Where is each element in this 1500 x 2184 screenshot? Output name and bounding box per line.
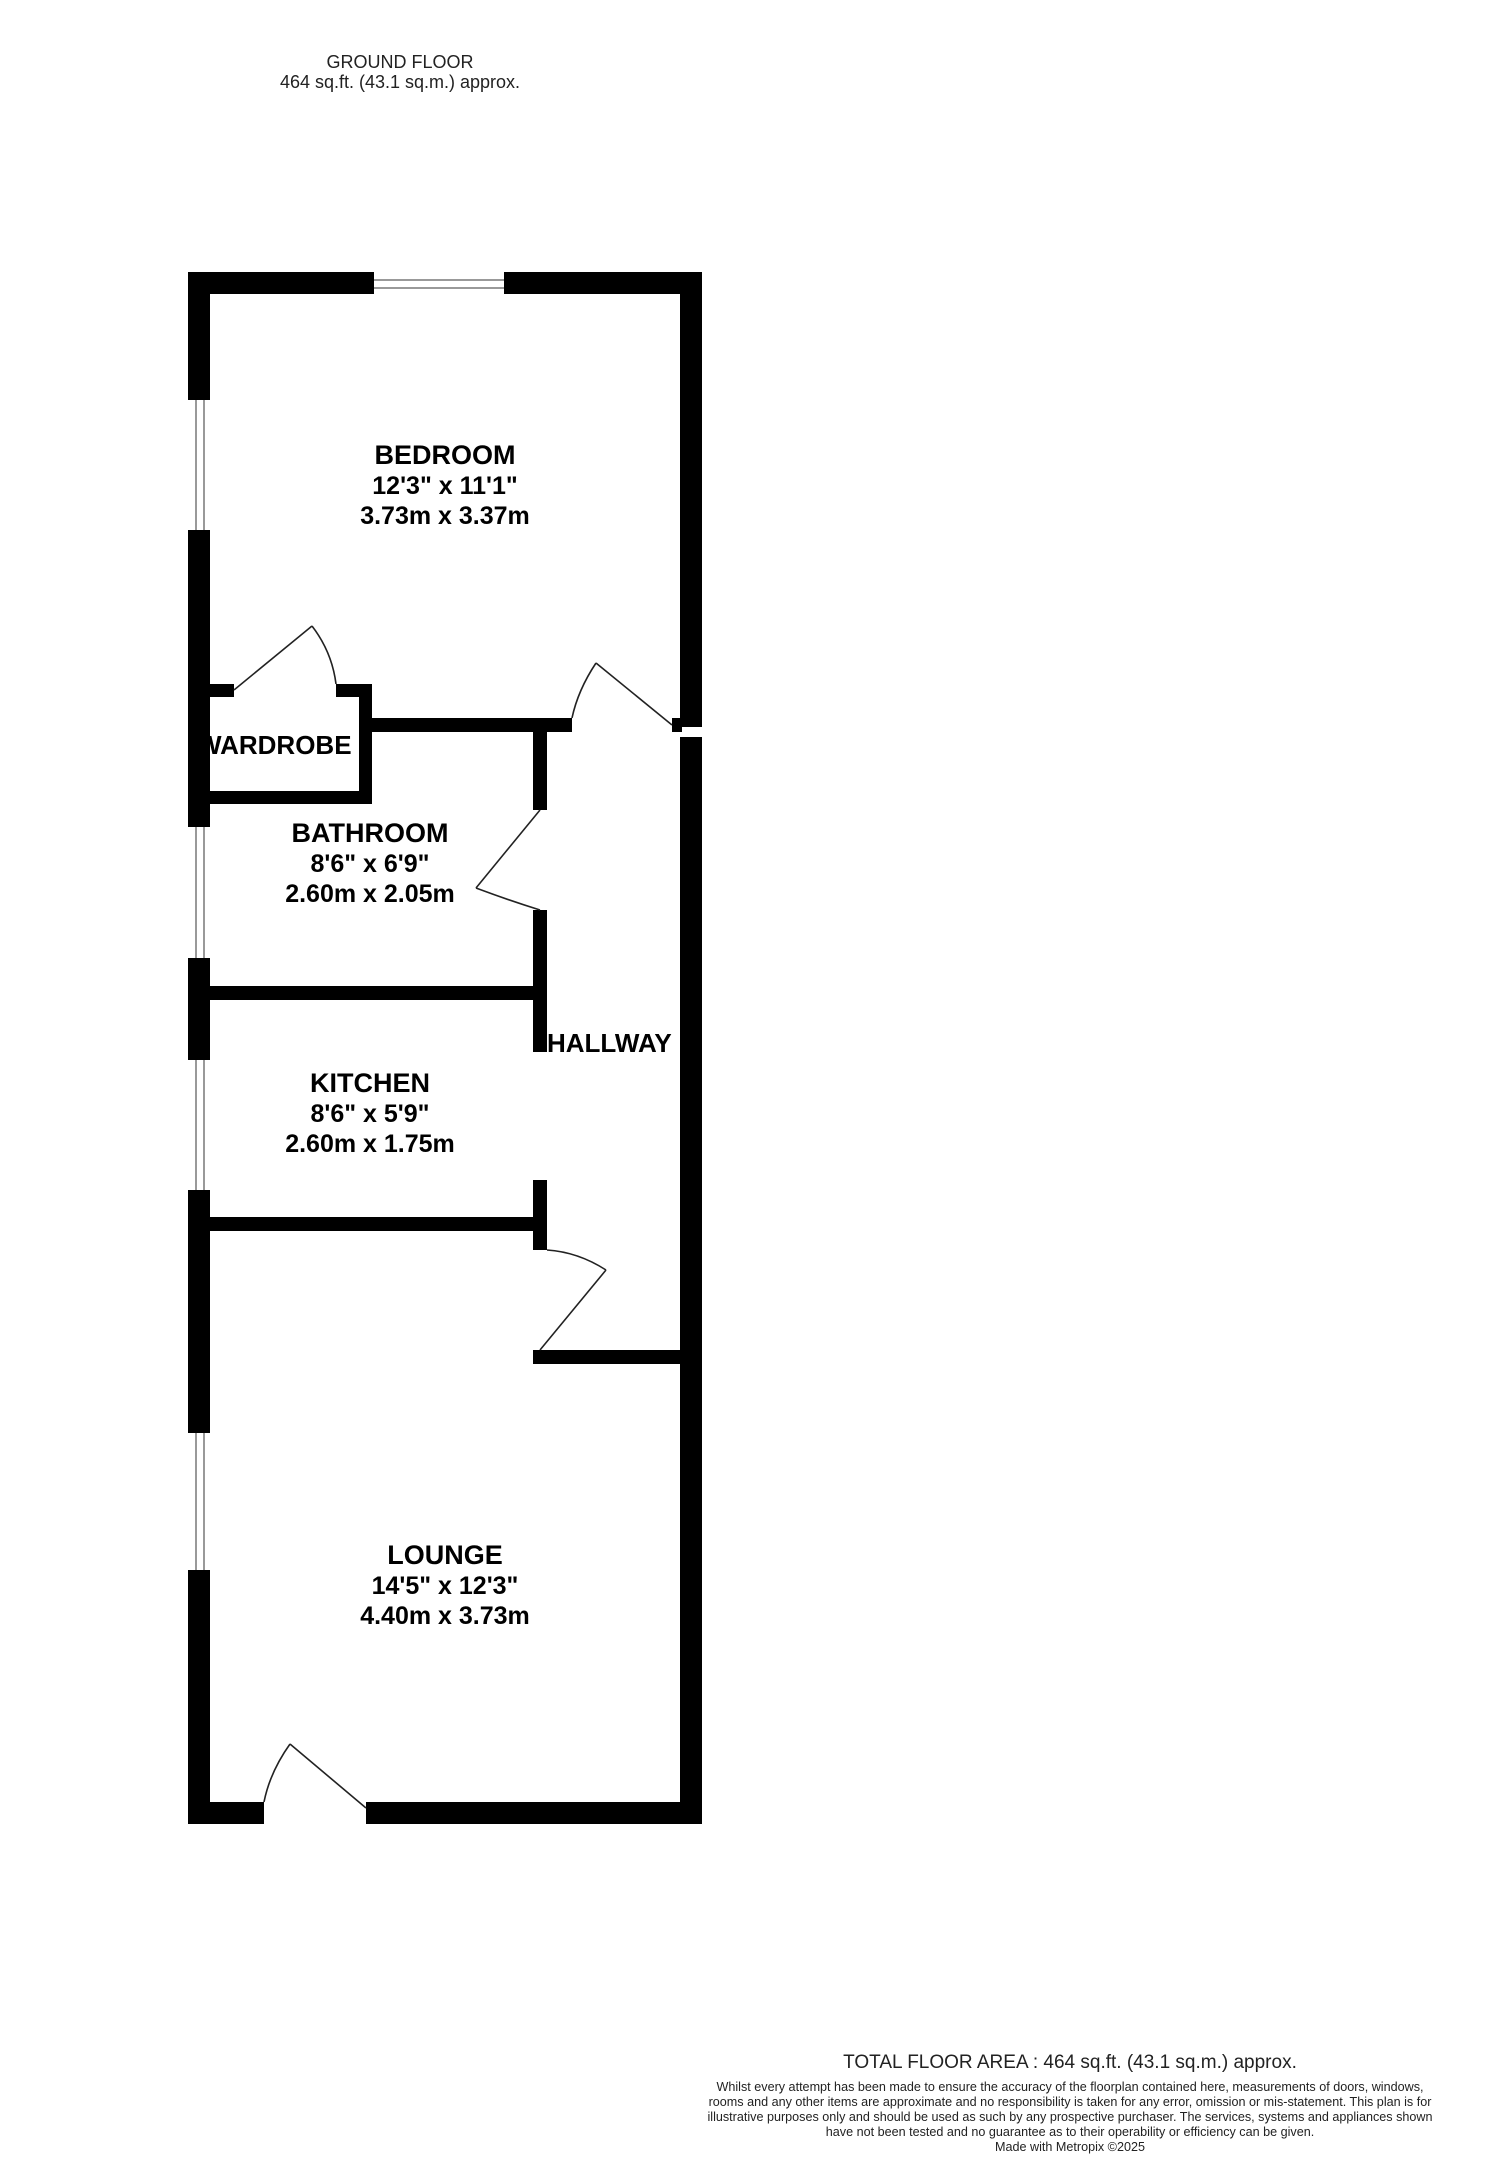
wall-left-4 xyxy=(188,1190,210,1433)
room-name: HALLWAY xyxy=(547,1028,672,1058)
room-imperial: 12'3" x 11'1" xyxy=(372,472,518,500)
plan-header: GROUND FLOOR 464 sq.ft. (43.1 sq.m.) app… xyxy=(240,52,560,92)
wall-top-right xyxy=(504,272,702,294)
wall-bedroom-bath xyxy=(372,718,572,732)
room-label-hallway: HALLWAY xyxy=(547,1028,680,1059)
interior-walls xyxy=(210,684,682,1364)
wall-bath-kitchen xyxy=(210,986,540,1000)
wall-left-1 xyxy=(188,272,210,400)
disclaimer-text: Whilst every attempt has been made to en… xyxy=(707,2080,1433,2139)
room-name: LOUNGE xyxy=(387,1540,503,1570)
made-with-credit: Made with Metropix ©2025 xyxy=(995,2140,1145,2154)
room-label-lounge: LOUNGE 14'5" x 12'3" 4.40m x 3.73m xyxy=(295,1540,595,1631)
door-lounge-hall-arc xyxy=(546,1249,607,1271)
room-name: BEDROOM xyxy=(374,440,516,470)
room-metric: 4.40m x 3.73m xyxy=(360,1602,530,1630)
door-bedroom-leaf xyxy=(595,662,673,726)
room-label-bedroom: BEDROOM 12'3" x 11'1" 3.73m x 3.37m xyxy=(295,440,595,531)
door-bedroom-arc xyxy=(571,662,597,719)
door-bathroom-arc xyxy=(475,887,541,911)
plan-footer: TOTAL FLOOR AREA : 464 sq.ft. (43.1 sq.m… xyxy=(700,2052,1440,2155)
door-swings xyxy=(233,625,673,1809)
room-metric: 3.73m x 3.37m xyxy=(360,502,530,530)
windows xyxy=(195,279,504,1570)
wall-top-left xyxy=(188,272,374,294)
wall-bath-hall-lower xyxy=(533,910,547,1052)
room-imperial: 14'5" x 12'3" xyxy=(371,1572,519,1600)
wall-left-5 xyxy=(188,1570,210,1824)
wall-left-3 xyxy=(188,958,210,1060)
wall-kitchen-lounge xyxy=(210,1217,540,1231)
door-front-arc xyxy=(263,1743,291,1803)
wall-bath-hall-upper xyxy=(533,732,547,810)
wall-kitchen-hall-stub xyxy=(533,1180,547,1250)
door-lounge-hall-leaf xyxy=(539,1269,607,1351)
room-label-wardrobe: WARDROBE xyxy=(206,730,358,761)
room-name: BATHROOM xyxy=(291,818,449,848)
room-name: KITCHEN xyxy=(310,1068,430,1098)
wall-bedroom-hall-stub xyxy=(672,718,682,732)
door-front-leaf xyxy=(289,1743,367,1809)
wall-right-lower xyxy=(680,737,702,1824)
wall-wardrobe-right xyxy=(359,684,372,804)
room-imperial: 8'6" x 5'9" xyxy=(310,1100,430,1128)
wall-bottom-left xyxy=(188,1802,264,1824)
room-name: WARDROBE xyxy=(206,730,352,760)
wall-left-2 xyxy=(188,530,210,827)
exterior-walls xyxy=(188,272,702,1824)
wall-wardrobe-top-left xyxy=(210,684,234,697)
floor-area: 464 sq.ft. (43.1 sq.m.) approx. xyxy=(279,72,521,92)
wall-right-upper xyxy=(680,272,702,727)
wall-hall-lounge xyxy=(533,1350,682,1364)
wall-wardrobe-bottom xyxy=(210,791,372,804)
room-label-bathroom: BATHROOM 8'6" x 6'9" 2.60m x 2.05m xyxy=(220,818,520,909)
wall-bottom-right xyxy=(366,1802,702,1824)
door-bathroom-leaf xyxy=(475,809,541,889)
door-wardrobe-arc xyxy=(311,625,337,685)
room-label-kitchen: KITCHEN 8'6" x 5'9" 2.60m x 1.75m xyxy=(220,1068,520,1159)
total-floor-area: TOTAL FLOOR AREA : 464 sq.ft. (43.1 sq.m… xyxy=(843,2052,1297,2073)
floor-name: GROUND FLOOR xyxy=(326,52,474,72)
room-imperial: 8'6" x 6'9" xyxy=(310,850,430,878)
room-metric: 2.60m x 1.75m xyxy=(285,1130,455,1158)
door-wardrobe-leaf xyxy=(233,625,313,691)
room-metric: 2.60m x 2.05m xyxy=(285,880,455,908)
